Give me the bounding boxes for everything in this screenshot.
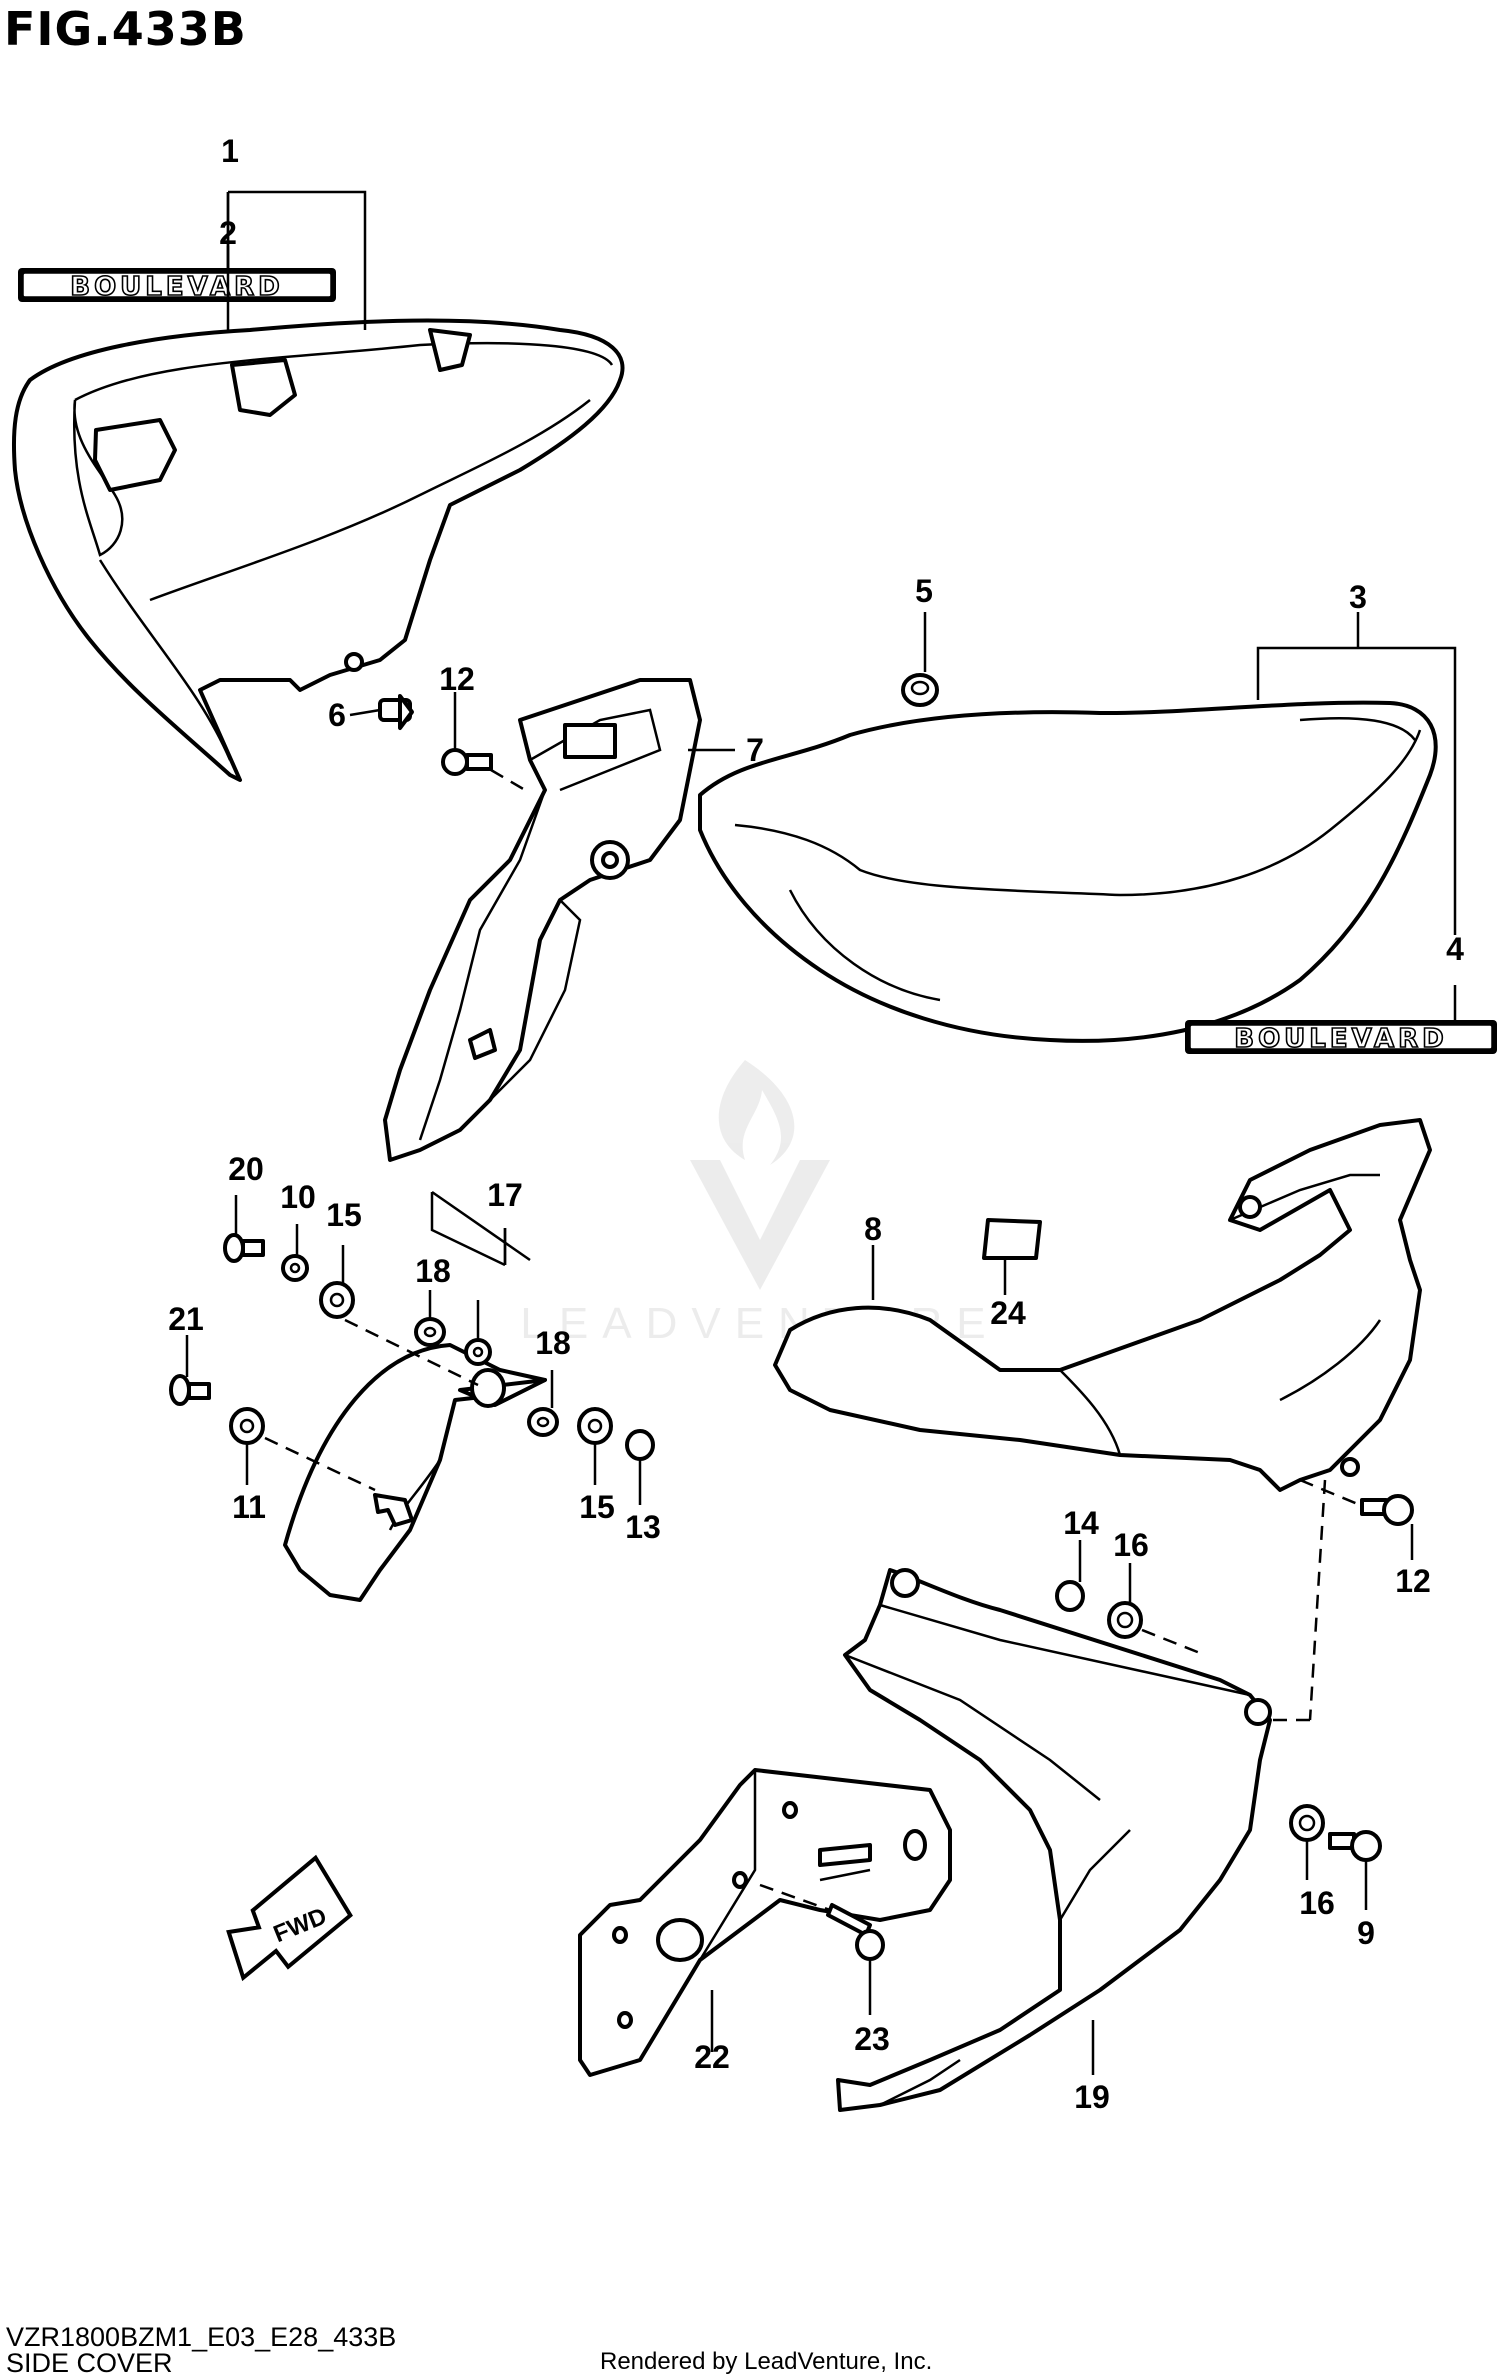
panel-part-17 [283, 1343, 547, 1602]
callout-2: 2 [219, 215, 237, 251]
callout-11: 11 [232, 1489, 266, 1525]
callout-15-upper: 15 [326, 1197, 362, 1233]
callout-18-upper: 18 [415, 1253, 451, 1289]
bolt-part-12-left [441, 692, 526, 792]
lower-cover-part-19 [836, 1568, 1272, 2112]
callout-12-right: 12 [1395, 1563, 1431, 1599]
figure-title: FIG.433B [4, 2, 247, 56]
emblem-part-4: BOULEVARD [1185, 1020, 1497, 1055]
callout-3: 3 [1349, 579, 1367, 615]
collar-part-14 [1055, 1540, 1085, 1612]
callout-14: 14 [1063, 1505, 1099, 1541]
grommet-part-5 [901, 612, 939, 707]
right-side-cover-part-3 [698, 700, 1438, 1043]
bolt-part-21 [169, 1335, 211, 1406]
callout-8: 8 [864, 1211, 882, 1247]
callout-13: 13 [625, 1509, 661, 1545]
callout-20: 20 [228, 1151, 264, 1187]
figure-name: SIDE COVER [6, 2348, 173, 2378]
callout-10: 10 [280, 1179, 316, 1215]
screw-part-6 [349, 694, 414, 730]
callout-21: 21 [168, 1301, 204, 1337]
bolt-part-20 [223, 1195, 265, 1263]
callout-24: 24 [990, 1295, 1026, 1331]
emblem-text-left: BOULEVARD [70, 272, 283, 302]
callout-1: 1 [221, 133, 239, 169]
callout-6: 6 [328, 697, 346, 733]
callout-16-upper: 16 [1113, 1527, 1149, 1563]
watermark-logo: LEADVENTURE [520, 1060, 986, 1348]
left-side-cover-part-1 [11, 318, 625, 782]
bolt-part-23 [759, 1883, 885, 2015]
bolt-part-12-right [1299, 1478, 1414, 1560]
washer-part-18-upper [414, 1290, 446, 1347]
callout-15-lower: 15 [579, 1489, 615, 1525]
washer-part-18-lower [527, 1370, 559, 1437]
bracket-part-8 [773, 1118, 1432, 1492]
figure-code: VZR1800BZM1_E03_E28_433B [6, 2322, 397, 2352]
callout-9: 9 [1357, 1915, 1375, 1951]
washer-part-18-mid [464, 1300, 492, 1366]
label-part-24 [982, 1218, 1042, 1295]
collar-part-13 [625, 1429, 655, 1505]
callout-18-lower: 18 [535, 1325, 571, 1361]
bracket-part-7 [383, 678, 702, 1162]
grommet-part-15-lower [577, 1407, 613, 1485]
emblem-part-2: BOULEVARD [18, 268, 336, 303]
callout-17: 17 [487, 1177, 523, 1213]
grommet-part-15-upper [319, 1245, 355, 1319]
grommet-part-16-lower [1289, 1804, 1325, 1880]
callout-16-lower: 16 [1299, 1885, 1335, 1921]
washer-part-10 [281, 1224, 309, 1282]
callout-5: 5 [915, 573, 933, 609]
bolt-part-9 [1328, 1830, 1382, 1910]
callout-12-left: 12 [439, 661, 475, 697]
callout-22: 22 [694, 2039, 730, 2075]
grommet-part-16-upper [1107, 1563, 1206, 1657]
fwd-arrow-icon: FWD [226, 1854, 353, 1982]
emblem-text-right: BOULEVARD [1234, 1024, 1447, 1054]
callout-23: 23 [854, 2021, 890, 2057]
callout-19: 19 [1074, 2079, 1110, 2115]
callout-7: 7 [746, 732, 764, 768]
callout-4: 4 [1446, 931, 1464, 967]
grommet-part-11 [229, 1407, 376, 1492]
plate-part-22 [578, 1768, 952, 2077]
render-credit: Rendered by LeadVenture, Inc. [600, 2348, 933, 2375]
